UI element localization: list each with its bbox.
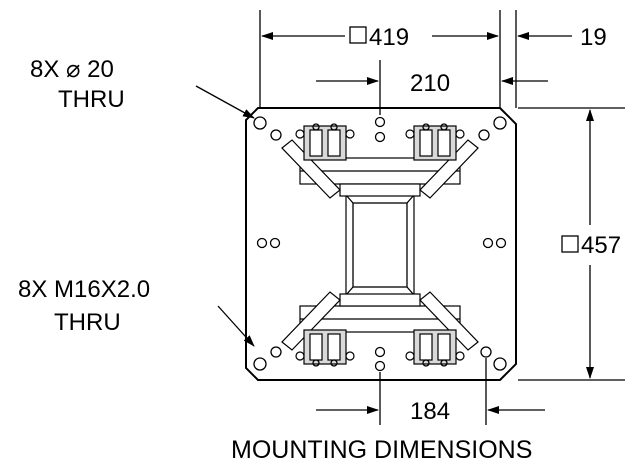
hole <box>374 116 386 128</box>
callout-tapped-holes: 8X M16X2.0 THRU <box>18 276 255 347</box>
hole <box>374 346 386 358</box>
hole <box>270 346 282 358</box>
hole <box>269 237 281 249</box>
hole <box>480 346 492 358</box>
hole <box>374 360 386 372</box>
square-symbol-icon <box>561 235 579 253</box>
hole <box>270 129 282 141</box>
callout-through-holes: 8X ⌀ 20 THRU <box>30 56 255 119</box>
dimension-center-spacing-bottom: 184 <box>316 358 545 425</box>
dimension-square-width: 419 <box>259 10 501 108</box>
dimension-square-height: 457 <box>518 107 625 381</box>
hole <box>482 237 494 249</box>
drawing-title: MOUNTING DIMENSIONS <box>231 436 532 464</box>
callout-line: 8X M16X2.0 <box>18 276 150 303</box>
mounting-holes <box>253 116 507 372</box>
dimension-label: 457 <box>581 232 621 259</box>
hub-mechanism <box>281 123 479 367</box>
callout-line: 8X ⌀ 20 <box>30 56 114 83</box>
dimension-label: 210 <box>410 70 450 97</box>
mounting-plate <box>245 107 517 381</box>
hole <box>493 116 507 130</box>
square-symbol-icon <box>349 26 367 44</box>
hole <box>478 129 490 141</box>
hole <box>495 237 507 249</box>
dimension-center-spacing-top: 210 <box>316 60 450 115</box>
hole <box>253 357 267 371</box>
hole <box>374 131 386 143</box>
callout-line: THRU <box>58 86 125 113</box>
hole <box>493 357 507 371</box>
dimension-label: 19 <box>580 24 607 51</box>
dimension-edge-offset: 19 <box>501 10 607 108</box>
callout-line: THRU <box>54 309 121 336</box>
hole <box>256 237 268 249</box>
hole <box>253 116 267 130</box>
dimension-label: 419 <box>369 24 409 51</box>
dimension-label: 184 <box>410 398 450 425</box>
